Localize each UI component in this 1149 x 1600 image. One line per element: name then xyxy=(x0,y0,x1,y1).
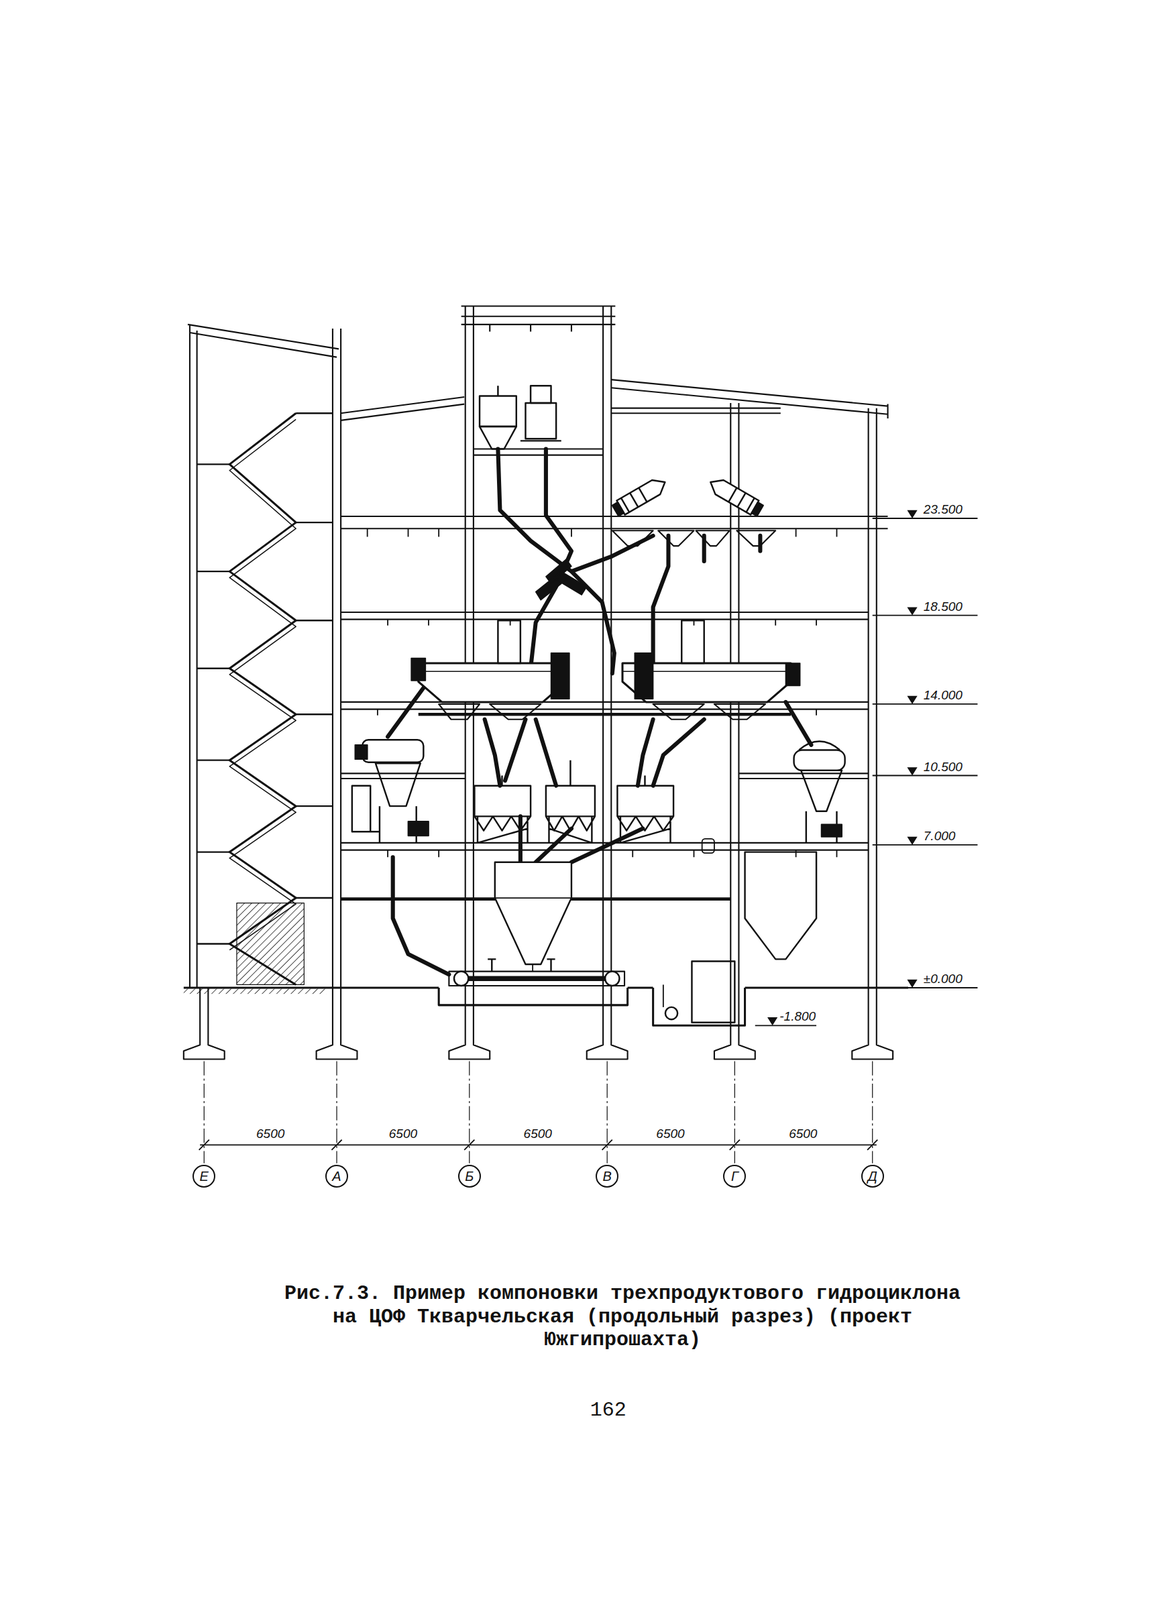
bunker xyxy=(745,852,817,960)
dimension-text: 6500 xyxy=(523,1127,553,1142)
stair-flight xyxy=(229,419,296,950)
axis-marker: В xyxy=(595,1165,619,1188)
axis-marker: Е xyxy=(192,1165,216,1188)
stair-hatch xyxy=(236,903,304,986)
ground-hatch xyxy=(183,989,327,995)
dimension-text: 6500 xyxy=(256,1127,285,1142)
tank-cone xyxy=(479,385,517,449)
motor xyxy=(530,385,551,404)
platform xyxy=(520,440,562,442)
foundation xyxy=(183,988,893,1060)
elevation-line xyxy=(755,518,978,1026)
pump xyxy=(665,1007,678,1020)
tank xyxy=(525,403,557,439)
elevation-mark: 18.500 xyxy=(923,600,963,615)
axis-letter: Б xyxy=(464,1169,474,1184)
elevation-mark: 7.000 xyxy=(923,829,956,844)
pulley xyxy=(454,971,469,987)
motor xyxy=(411,653,801,699)
hydrocyclone xyxy=(611,474,670,518)
filter xyxy=(362,739,424,762)
bracket xyxy=(702,839,715,854)
elevation-mark: ±0.000 xyxy=(923,972,963,987)
bunker-line xyxy=(495,898,572,972)
axis-letter: В xyxy=(603,1169,612,1184)
elevation-mark: 23.500 xyxy=(923,503,963,518)
axis-marker: Г xyxy=(723,1165,746,1188)
funnel xyxy=(612,530,776,546)
dimension-text: 6500 xyxy=(655,1127,685,1142)
hydrocyclone-cluster xyxy=(535,559,587,601)
stair-tower-wall xyxy=(187,324,341,989)
axis-letter: Е xyxy=(199,1169,209,1184)
hopper xyxy=(438,704,766,720)
roof xyxy=(340,306,888,421)
pulley xyxy=(605,971,620,987)
pump xyxy=(408,821,429,836)
elevation-mark: 14.000 xyxy=(923,688,963,703)
filter xyxy=(794,749,846,771)
valve xyxy=(662,984,665,1007)
axis-letter: А xyxy=(332,1169,341,1184)
axis-letter: Д xyxy=(867,1169,878,1184)
tank xyxy=(479,395,517,427)
sump-tank xyxy=(474,760,674,844)
pipe xyxy=(387,449,811,976)
dimension-line xyxy=(199,1140,879,1151)
dimension-text: 6500 xyxy=(389,1127,418,1142)
axis-line xyxy=(203,1061,872,1164)
axis-marker: Б xyxy=(458,1165,481,1188)
elevation-triangle xyxy=(767,510,918,1026)
screen xyxy=(418,663,791,703)
hydrocyclone xyxy=(706,474,764,518)
slab-downstand xyxy=(367,528,838,858)
hopper xyxy=(798,741,842,844)
platform-beam xyxy=(418,713,791,717)
conveyor xyxy=(448,971,625,987)
ground-line xyxy=(183,988,909,1026)
figure-caption: Рис.7.3. Пример компоновки трехпродуктов… xyxy=(273,1282,972,1353)
axis-marker: А xyxy=(325,1165,349,1188)
axis-marker: Д xyxy=(861,1165,885,1188)
pump xyxy=(821,825,842,838)
page-number: 162 xyxy=(590,1399,627,1422)
dimension-text: 6500 xyxy=(788,1127,817,1142)
feed-box xyxy=(497,620,704,664)
motor xyxy=(354,745,367,760)
elevation-mark: -1.800 xyxy=(779,1010,816,1025)
axis-letter: Г xyxy=(731,1169,739,1184)
stair-flight xyxy=(229,413,296,985)
column xyxy=(465,306,877,989)
elevation-mark: 10.500 xyxy=(923,760,963,775)
screen-deck xyxy=(418,671,791,673)
valve xyxy=(487,959,555,972)
tank xyxy=(691,961,735,1023)
stair-landing xyxy=(197,413,333,944)
conveyor-belt xyxy=(454,975,618,982)
bunker xyxy=(495,862,572,965)
